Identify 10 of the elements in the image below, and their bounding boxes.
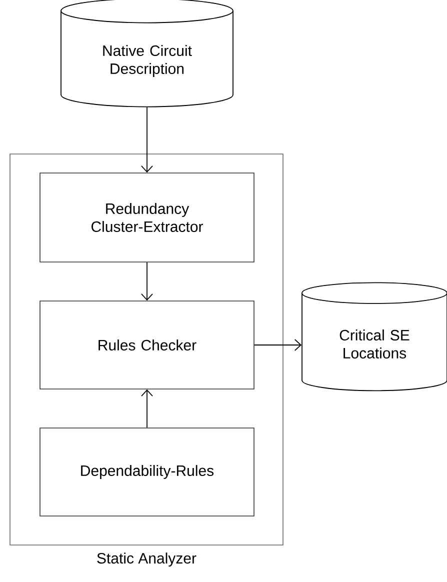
arrow: [141, 389, 153, 428]
arrow: [141, 262, 153, 301]
process-box: Redundancy Cluster-Extractor: [40, 172, 254, 262]
group-heading: Static Analyzer: [97, 552, 196, 567]
process-box: Dependability-Rules: [40, 428, 254, 516]
process-box: Rules Checker: [40, 300, 254, 390]
arrow: [141, 106, 153, 173]
database-cylinder: Native Circuit Description: [60, 0, 234, 108]
database-cylinder: Critical SE Locations: [302, 282, 447, 392]
arrow: [254, 339, 302, 351]
